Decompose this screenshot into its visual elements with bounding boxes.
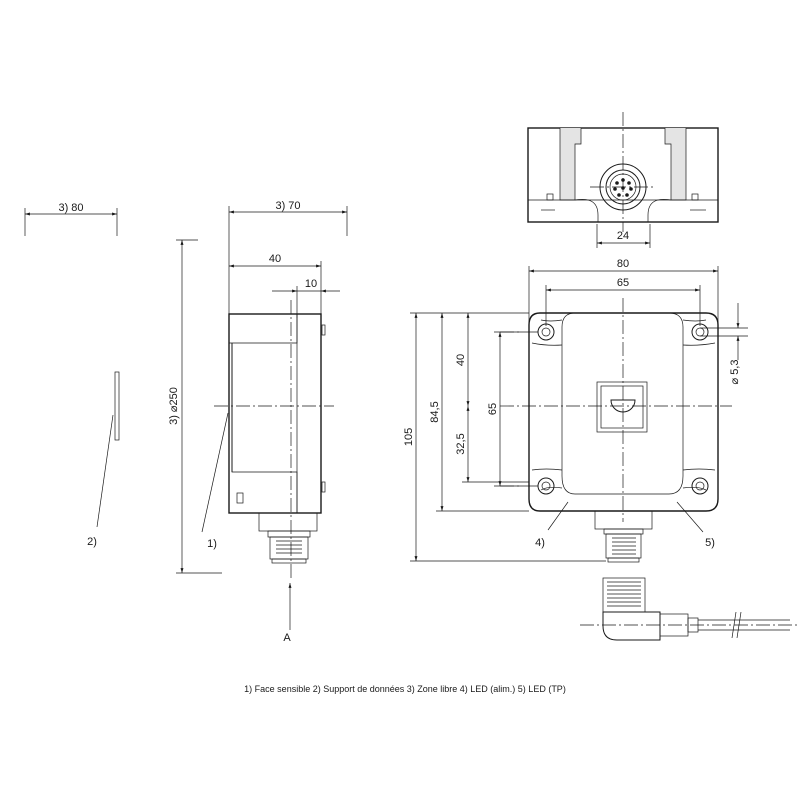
dim-80-front-label: 80	[617, 258, 629, 270]
callout-1: 1)	[207, 538, 217, 550]
view-a-arrow: A	[283, 583, 292, 644]
dim-65-front-label: 65	[617, 277, 629, 289]
cable-connector	[580, 577, 800, 641]
dim-65-vertical: 65	[487, 331, 538, 487]
dim-32-5: 32,5	[455, 406, 529, 483]
view-a-label: A	[283, 632, 291, 644]
dim-hole-5-3-label: ⌀ 5,3	[729, 360, 741, 385]
sensor-front-view	[500, 298, 732, 522]
dim-105-label: 105	[403, 428, 415, 446]
dim-40-front-label: 40	[455, 354, 467, 366]
dim-105: 105	[403, 312, 606, 562]
zone-80-label: 3) 80	[58, 202, 83, 214]
dim-hole-5-3: ⌀ 5,3	[700, 303, 748, 384]
front-connector	[594, 510, 653, 563]
dim-32-5-label: 32,5	[455, 433, 467, 454]
led-callouts: 4) 5)	[535, 501, 715, 549]
dim-65-vertical-label: 65	[487, 403, 499, 415]
diameter-250-dimension: 3) ⌀250	[168, 239, 222, 574]
dim-80-front: 80	[528, 258, 719, 322]
callout-5: 5)	[705, 537, 715, 549]
dim-40-side-label: 40	[269, 253, 281, 265]
diameter-250-label: 3) ⌀250	[168, 387, 180, 425]
dim-40-side: 40	[229, 253, 322, 318]
sensor-top-view	[527, 112, 719, 232]
callout-2: 2)	[87, 536, 97, 548]
dim-24-top: 24	[596, 224, 651, 248]
zone-70-label: 3) 70	[275, 200, 300, 212]
side-connector	[258, 512, 318, 564]
legend-text: 1) Face sensible 2) Support de données 3…	[244, 684, 566, 694]
dim-10-side: 10	[272, 278, 340, 318]
zone-80-dimension: 3) 80	[24, 202, 118, 236]
dim-10-side-label: 10	[305, 278, 317, 290]
dim-65-front: 65	[545, 277, 701, 326]
dim-84-5-label: 84,5	[429, 401, 441, 422]
data-carrier: 2)	[87, 371, 120, 548]
zone-70-dimension: 3) 70	[228, 200, 348, 318]
callout-4: 4)	[535, 537, 545, 549]
sensor-side-view	[214, 300, 334, 578]
sensing-face-callout: 1)	[201, 412, 229, 550]
dim-24-top-label: 24	[617, 230, 629, 242]
dim-40-front: 40	[455, 313, 470, 406]
dim-84-5: 84,5	[429, 313, 529, 512]
